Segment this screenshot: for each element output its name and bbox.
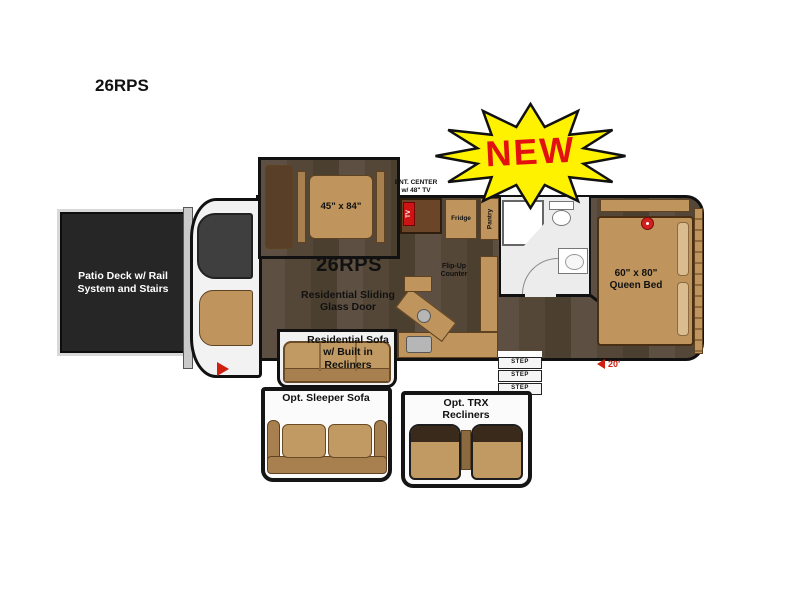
residential-sofa [283, 341, 391, 383]
tv-icon: TV [403, 202, 415, 226]
entry-door-gap [498, 351, 542, 361]
bathroom-wall-segment-left [499, 294, 525, 297]
length-label: 20' [608, 359, 621, 369]
bed-label: 60" x 80" Queen Bed [600, 268, 672, 292]
sleeper-cushion [328, 424, 372, 458]
pillow-top [677, 222, 689, 276]
residential-sofa-label: Residential Sofa w/ Built in Recliners [307, 334, 389, 371]
sofa-back [285, 368, 389, 381]
bathroom-sink [565, 254, 584, 270]
length-marker: 20' [597, 359, 620, 369]
new-starburst-icon [435, 101, 626, 211]
sleeper-cushion [282, 424, 326, 458]
pillow-bottom [677, 282, 689, 336]
bedroom-dresser [600, 199, 690, 212]
fridge: Fridge [445, 199, 477, 239]
sliding-door-label: Residential Sliding Glass Door [301, 289, 395, 314]
patio-deck: Patio Deck w/ Rail System and Stairs [60, 212, 186, 353]
flip-up-counter [404, 276, 432, 292]
sleeper-back [267, 456, 387, 474]
step-label: STEP [511, 385, 529, 392]
front-cabinet [199, 290, 253, 346]
ent-center-label-line1: ENT. CENTER [394, 179, 438, 186]
step-label: STEP [511, 372, 529, 379]
bathroom-wall-segment-right [556, 294, 591, 297]
kitchen-counter-side [480, 256, 498, 332]
recliner-headrest [473, 426, 521, 442]
ent-center-label: ENT. CENTER w/ 48" TV [383, 179, 449, 194]
step-2: STEP [498, 370, 542, 382]
patio-deck-label: Patio Deck w/ Rail System and Stairs [77, 270, 169, 295]
sofa-cushion-divider [319, 343, 321, 371]
toilet-bowl [552, 210, 571, 226]
trx-recliner-right [471, 424, 523, 480]
step-label: STEP [511, 359, 529, 366]
trx-console [461, 430, 471, 470]
length-arrow-icon [597, 359, 605, 369]
option-trx-label: Opt. TRX Recliners [442, 397, 490, 422]
dinette-table: 45" x 84" [309, 175, 373, 239]
fridge-label: Fridge [451, 215, 471, 223]
island-sink [414, 306, 434, 326]
bathroom-vanity [558, 248, 588, 274]
dinette-cabinet [265, 165, 293, 249]
bed-size-label: 60" x 80" [614, 268, 658, 279]
bedroom-closet [694, 208, 703, 354]
option-sleeper-label: Opt. Sleeper Sofa [282, 392, 370, 404]
tv-label: TV [406, 210, 412, 218]
model-label: 26RPS [316, 254, 382, 276]
step-1: STEP [498, 357, 542, 369]
dinette-bench-right [376, 171, 385, 243]
sofa-cushion-divider [355, 343, 357, 371]
kitchen-sink [406, 336, 432, 353]
dinette-size-label: 45" x 84" [320, 201, 362, 213]
ent-center-label-line2: w/ 48" TV [401, 186, 431, 194]
recliner-headrest [411, 426, 459, 442]
flip-up-counter-label: Flip-Up Counter [440, 263, 468, 279]
bed-name-label: Queen Bed [609, 279, 663, 291]
ceiling-fan-icon [641, 217, 654, 230]
toilet-tank [549, 201, 574, 210]
awning-marker-icon [217, 362, 229, 376]
page-title: 26RPS [95, 76, 149, 95]
front-window [197, 213, 253, 279]
fan-hub [646, 222, 649, 225]
dinette-bench-left [297, 171, 306, 243]
trx-recliner-left [409, 424, 461, 480]
